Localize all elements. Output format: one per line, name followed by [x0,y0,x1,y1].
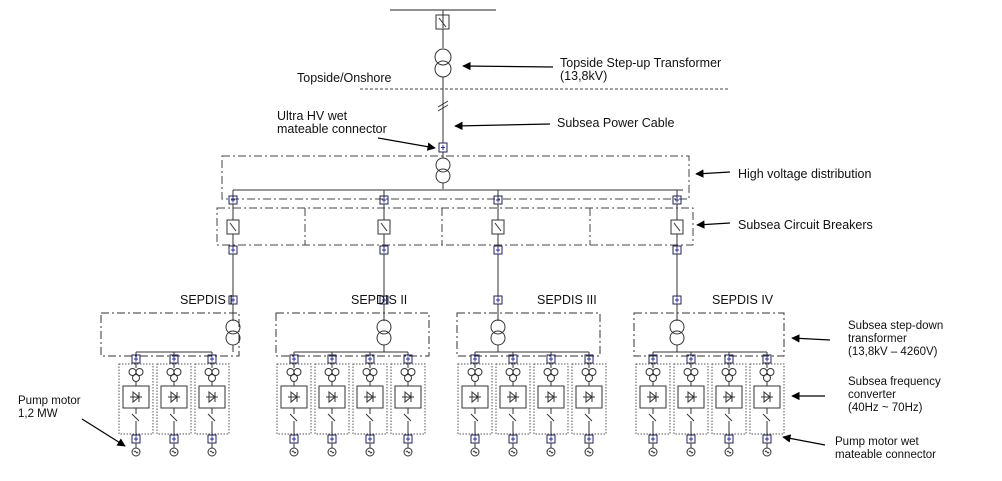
output-switch [584,413,593,422]
pump-motor-connector-label: Pump motor wet mateable connector [835,436,937,461]
output-switch [169,413,178,422]
frequency-converter-label: Subsea frequency converter (40Hz ~ 70Hz) [848,376,941,414]
circuit-breakers-box [216,207,694,246]
pump-motor-symbol [169,447,179,457]
arrow-pump-motor [81,418,126,447]
sepdis-box [275,312,430,357]
diode-symbol [170,390,178,404]
pump-motor-symbol [508,447,518,457]
output-switch [686,413,695,422]
diode-symbol [290,390,298,404]
diode-symbol [404,390,412,404]
pump-motor-label: Pump motor 1,2 MW [18,395,81,420]
arrow-stepdown-transformer [791,334,831,343]
output-switch [546,413,555,422]
subsea-power-cable-label: Subsea Power Cable [557,116,675,130]
diode-symbol [366,390,374,404]
diode-symbol [132,390,140,404]
stepdown-transformer-symbol [225,319,241,335]
output-switch [762,413,771,422]
motor-chain [118,352,154,457]
sepdis-box [100,312,240,357]
motor-chain [635,352,671,457]
output-switch [289,413,298,422]
diode-symbol [509,390,517,404]
arrow-circuit-breakers [696,220,731,229]
diode-symbol [471,390,479,404]
motor-chain [673,352,709,457]
pump-motor-symbol [327,447,337,457]
motor-chain [457,352,493,457]
stepdown-transformer-label: Subsea step-down transformer (13,8kV – 4… [848,320,944,358]
motor-chain [390,352,426,457]
pump-motor-symbol [546,447,556,457]
output-switch [403,413,412,422]
stepdown-transformer-symbol [376,319,392,335]
pump-motor-symbol [289,447,299,457]
feeder-group [633,190,785,457]
arrow-topside-transformer [462,61,554,71]
output-switch [648,413,657,422]
arrow-pump-motor-connector [782,434,826,446]
pump-motor-symbol [365,447,375,457]
motor-chain [314,352,350,457]
pump-motor-symbol [207,447,217,457]
arrow-ultra-hv-connector [377,137,436,151]
output-switch [365,413,374,422]
topside-transformer-symbol [434,48,452,78]
motor-chain [571,352,607,457]
diode-symbol [725,390,733,404]
motor-chain [749,352,785,457]
motor-chain [194,352,230,457]
topside-onshore-label: Topside/Onshore [297,71,392,85]
pump-motor-symbol [686,447,696,457]
sepdis-box [456,312,601,357]
pump-motor-symbol [470,447,480,457]
arrow-high-voltage-distribution [695,169,731,178]
diode-symbol [585,390,593,404]
high-voltage-distribution-box [221,155,690,200]
high-voltage-distribution-label: High voltage distribution [738,167,872,181]
subsea-circuit-breakers-label: Subsea Circuit Breakers [738,218,873,232]
sepdis-title: SEPDIS II [351,293,408,307]
feeder-group [275,190,430,457]
output-switch [327,413,336,422]
motor-chain [495,352,531,457]
feeder-group [100,190,241,457]
motor-chain [711,352,747,457]
pump-motor-symbol [584,447,594,457]
diode-symbol [763,390,771,404]
pump-motor-symbol [403,447,413,457]
output-switch [508,413,517,422]
sepdis-title: SEPDIS III [537,293,597,307]
diode-symbol [687,390,695,404]
feeder-group [456,190,607,457]
output-switch [207,413,216,422]
topside-transformer-label: Topside Step-up Transformer (13,8kV) [560,56,722,83]
pump-motor-symbol [762,447,772,457]
arrow-subsea-power-cable [454,121,551,131]
pump-motor-symbol [648,447,658,457]
stepdown-transformer-symbol [490,319,506,335]
ultra-hv-connector-label: Ultra HV wet mateable connector [277,109,387,136]
diode-symbol [649,390,657,404]
motor-chain [156,352,192,457]
output-switch [470,413,479,422]
diode-symbol [328,390,336,404]
motor-chain [276,352,312,457]
pump-motor-symbol [724,447,734,457]
diode-symbol [547,390,555,404]
sepdis-box [633,312,785,357]
motor-chain [533,352,569,457]
output-switch [131,413,140,422]
output-switch [724,413,733,422]
motor-chain [352,352,388,457]
sepdis-title: SEPDIS I [180,293,233,307]
pump-motor-symbol [131,447,141,457]
stepdown-transformer-symbol [669,319,685,335]
sepdis-title: SEPDIS IV [712,293,774,307]
diode-symbol [208,390,216,404]
